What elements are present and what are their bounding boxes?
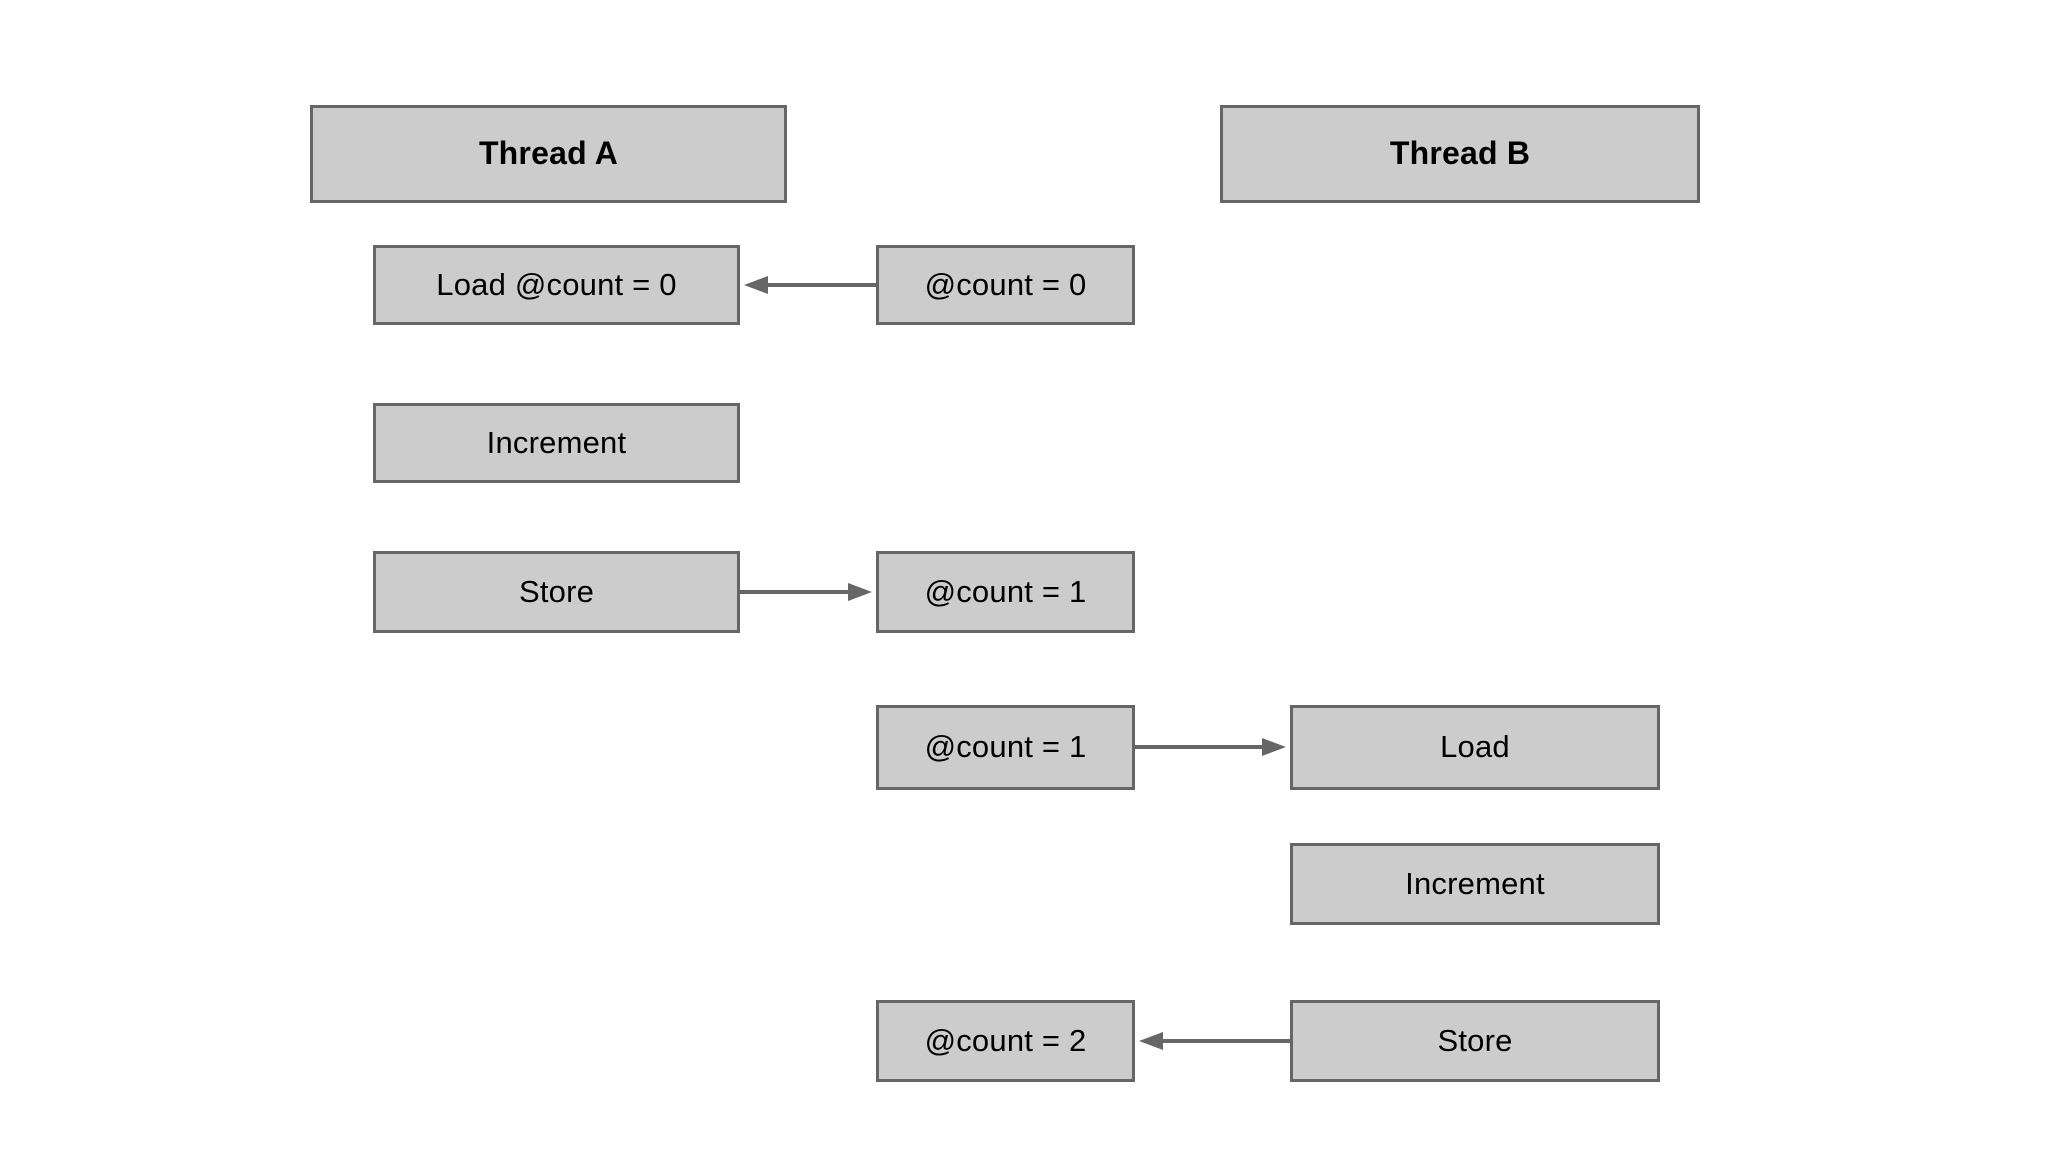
thread-b-store-node: Store	[1290, 1000, 1660, 1082]
arrow-memory-count0-to-thread-a-load	[740, 271, 876, 299]
memory-count-0-node: @count = 0	[876, 245, 1135, 325]
thread-b-increment-label: Increment	[1405, 865, 1545, 901]
thread-a-increment-label: Increment	[486, 424, 627, 460]
memory-count-2-label: @count = 2	[924, 1022, 1087, 1058]
memory-count-1-read-label: @count = 1	[924, 729, 1087, 765]
thread-a-store-node: Store	[373, 551, 740, 633]
thread-a-header: Thread A	[310, 105, 787, 203]
memory-count-1-read-node: @count = 1	[876, 705, 1135, 790]
memory-count-2-node: @count = 2	[876, 1000, 1135, 1082]
arrow-thread-b-store-to-memory-count2	[1135, 1027, 1290, 1055]
memory-count-0-label: @count = 0	[924, 266, 1087, 302]
memory-count-1-write-node: @count = 1	[876, 551, 1135, 633]
thread-a-header-label: Thread A	[478, 135, 619, 172]
arrow-thread-a-store-to-memory-count1	[740, 578, 876, 606]
thread-a-store-label: Store	[518, 573, 595, 609]
thread-a-increment-node: Increment	[373, 403, 740, 483]
thread-b-increment-node: Increment	[1290, 843, 1660, 925]
arrow-memory-count1-to-thread-b-load	[1135, 733, 1290, 761]
memory-count-1-write-label: @count = 1	[924, 573, 1087, 609]
thread-b-load-node: Load	[1290, 705, 1660, 790]
thread-b-header: Thread B	[1220, 105, 1700, 203]
thread-b-store-label: Store	[1437, 1022, 1513, 1058]
thread-a-load-node: Load @count = 0	[373, 245, 740, 325]
thread-a-load-label: Load @count = 0	[436, 266, 677, 302]
thread-b-header-label: Thread B	[1389, 135, 1531, 172]
thread-b-load-label: Load	[1440, 729, 1510, 765]
